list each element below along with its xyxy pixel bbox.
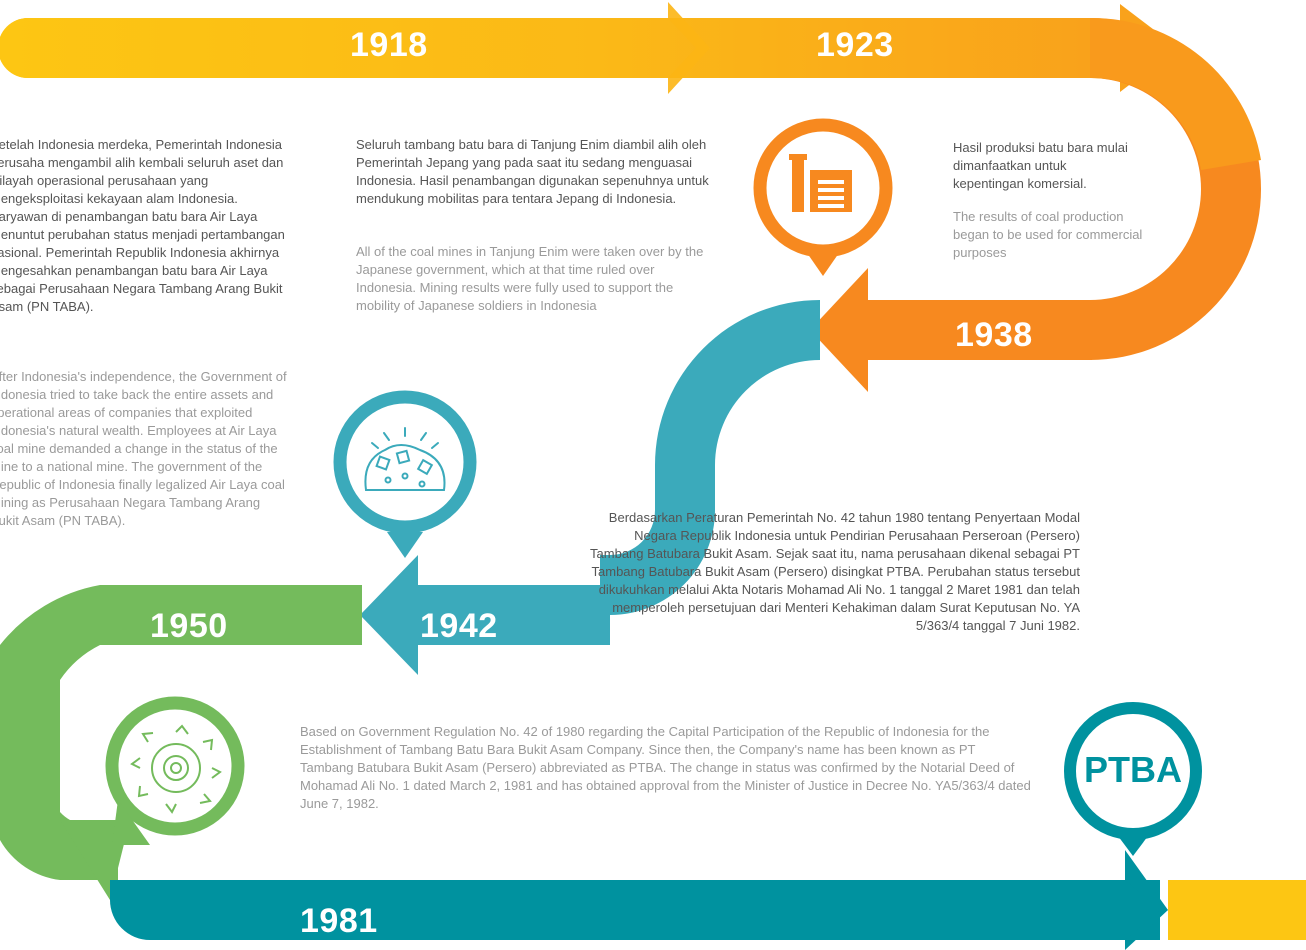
- band-1950: [100, 585, 362, 645]
- year-1950: 1950: [150, 607, 228, 645]
- band-1981: [110, 850, 1306, 950]
- bucket-wheel-icon: [130, 724, 222, 814]
- band-1938: [810, 268, 1092, 392]
- arc-left: [0, 585, 118, 880]
- text-1950-en: After Indonesia's independence, the Gove…: [0, 369, 287, 528]
- text-1942-id: Seluruh tambang batu bara di Tanjung Eni…: [356, 137, 709, 206]
- year-1923: 1923: [816, 26, 894, 64]
- coal-pile-icon: [364, 427, 446, 491]
- band-1942: [360, 555, 610, 675]
- marker-ptba: [1064, 702, 1202, 856]
- year-1918: 1918: [350, 26, 428, 64]
- band-top: [0, 2, 1178, 94]
- year-1942: 1942: [420, 607, 498, 645]
- year-1938: 1938: [955, 316, 1033, 354]
- text-1981-id: Berdasarkan Peraturan Pemerintah No. 42 …: [590, 510, 1080, 633]
- text-1942-en: All of the coal mines in Tanjung Enim we…: [356, 244, 704, 313]
- text-1938-en: The results of coal production began to …: [953, 209, 1143, 260]
- factory-icon: [789, 154, 852, 212]
- text-1981-en: Based on Government Regulation No. 42 of…: [300, 724, 1031, 811]
- arc-teal: [600, 300, 820, 615]
- year-1981: 1981: [300, 902, 378, 940]
- text-1950-id: Setelah Indonesia merdeka, Pemerintah In…: [0, 137, 285, 314]
- text-1938-id: Hasil produksi batu bara mulai dimanfaat…: [953, 140, 1128, 191]
- marker-1950: [105, 696, 245, 845]
- ptba-badge-label: PTBA: [1084, 749, 1182, 790]
